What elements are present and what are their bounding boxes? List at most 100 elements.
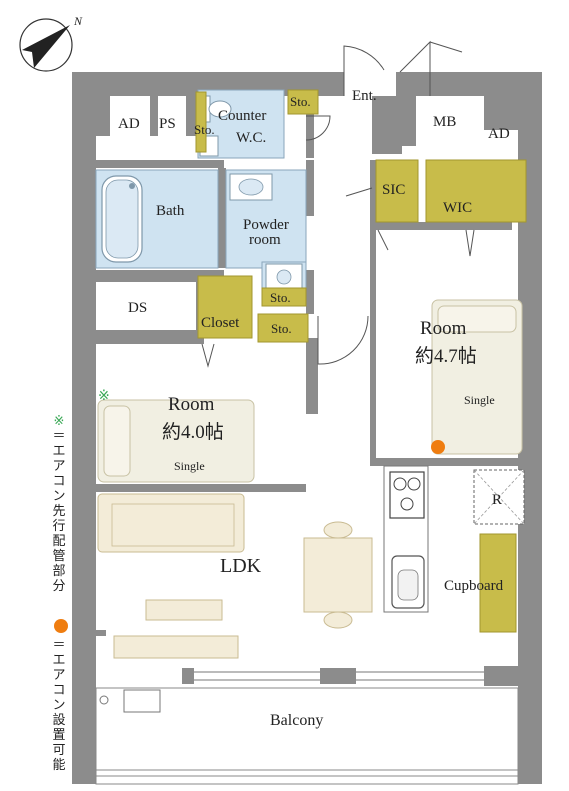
room-labels: AD PS Sto. Sto. Counter W.C. Ent. MB AD … [118, 88, 510, 729]
label-sto-top: Sto. [290, 94, 311, 109]
doors [201, 40, 475, 368]
dining-table [303, 537, 373, 613]
label-room-right-size: 約4.7帖 [415, 345, 477, 367]
tub-drain [129, 183, 135, 189]
label-closet: Closet [201, 315, 240, 331]
legend-char: エ [52, 444, 66, 459]
washer-drain [276, 269, 292, 285]
dining-chair-top [323, 521, 353, 539]
outdoor-unit [123, 689, 161, 713]
label-powder-1: Powder [243, 217, 289, 233]
label-counter: Counter [218, 108, 266, 124]
legend-char: 能 [52, 758, 66, 773]
burner-1 [393, 477, 407, 491]
legend-char: 設 [52, 713, 66, 728]
legend-orange-text: ＝エアコン設置可能 [48, 638, 70, 773]
legend-green-text: ＝エアコン先行配管部分 [48, 429, 70, 594]
closet-block [197, 275, 253, 339]
label-ldk: LDK [220, 555, 262, 577]
label-mb: MB [433, 114, 456, 130]
legend-char: 配 [52, 534, 66, 549]
legend-char: ＝ [52, 429, 66, 444]
legend-char: ア [52, 459, 66, 474]
legend-char: 分 [52, 579, 66, 594]
legend-char: ア [52, 668, 66, 683]
cooktop [389, 471, 425, 519]
legend-orange: ＝エアコン設置可能 [48, 638, 70, 773]
north-arrow-icon [22, 25, 70, 68]
room-left-bed [97, 399, 255, 483]
balcony-floor [95, 687, 519, 785]
legend-char: 部 [52, 564, 66, 579]
legend-char: ン [52, 698, 66, 713]
label-room-right-bed: Single [464, 393, 495, 407]
legend-green-mark: ※ [53, 414, 65, 429]
powder-basin [238, 178, 264, 196]
entrance-door-left [343, 45, 385, 96]
sic-door [377, 229, 389, 251]
label-entrance: Ent. [352, 88, 377, 104]
compass: N [19, 14, 83, 72]
legend-char: 管 [52, 549, 66, 564]
label-ad-left: AD [118, 116, 140, 132]
legend-char: 先 [52, 504, 66, 519]
room-right-door [345, 187, 373, 197]
label-wic: WIC [443, 200, 472, 216]
label-sto-powder: Sto. [270, 290, 291, 305]
label-powder-2: room [249, 232, 281, 248]
legend-char: 行 [52, 519, 66, 534]
sto-powder-block [261, 287, 307, 307]
label-cupboard: Cupboard [444, 578, 504, 594]
fridge-cross [473, 469, 525, 525]
label-sic: SIC [382, 182, 405, 198]
sic-block [375, 159, 419, 223]
legend-char: ン [52, 489, 66, 504]
legend-char: コ [52, 474, 66, 489]
label-bath: Bath [156, 203, 185, 219]
north-label: N [73, 14, 83, 28]
cupboard-block [479, 533, 517, 633]
kitchen-sink-basin [397, 569, 419, 601]
legend-char: 置 [52, 728, 66, 743]
aircon-outlet-dot [431, 440, 445, 454]
sto-top-block [287, 89, 319, 115]
label-ps: PS [159, 116, 176, 132]
label-room-left: Room [168, 394, 215, 415]
closet-door [201, 343, 215, 368]
burner-3 [400, 497, 414, 511]
room-right-bed [431, 299, 523, 455]
bathtub-inner [105, 179, 139, 259]
sto-wc-block [195, 91, 207, 153]
drain-icon [99, 695, 109, 705]
label-ds: DS [128, 300, 147, 316]
label-balcony: Balcony [270, 712, 323, 729]
dining-chair-bottom [323, 611, 353, 629]
legend-char: コ [52, 683, 66, 698]
hall-door [317, 315, 369, 365]
toilet-bowl [208, 100, 232, 118]
label-sto-hall: Sto. [271, 321, 292, 336]
label-room-left-bed: Single [174, 459, 205, 473]
wc-door [305, 115, 331, 141]
mb-door [429, 41, 463, 53]
legend-orange-dot [54, 619, 68, 633]
label-wc: W.C. [236, 130, 266, 146]
legend-char: ＝ [52, 638, 66, 653]
sto-hall-block [257, 313, 309, 343]
coffee-table [145, 599, 223, 621]
label-ad-right: AD [488, 126, 510, 142]
wic-block [425, 159, 527, 223]
legend-char: 可 [52, 743, 66, 758]
tv-board [113, 635, 239, 659]
wic-door [465, 229, 475, 257]
label-fridge: R [492, 492, 502, 508]
label-sto-wc: Sto. [194, 122, 215, 137]
room-left-pillow [103, 405, 131, 477]
legend-char: エ [52, 653, 66, 668]
balcony-windows [194, 671, 484, 681]
storage-blocks [195, 89, 527, 633]
room-right-pillow [437, 305, 517, 333]
aircon-pipe-marker: ※ [98, 388, 110, 404]
legend-green: ※ ＝エアコン先行配管部分 [48, 414, 70, 594]
